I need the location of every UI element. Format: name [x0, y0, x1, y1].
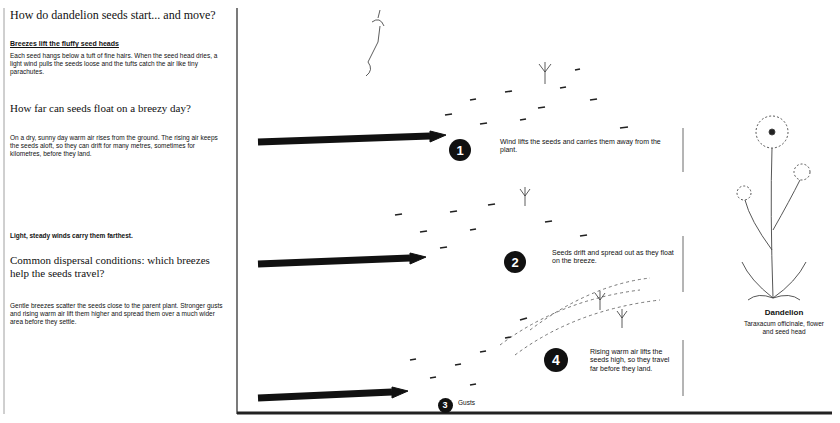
body-text: On a dry, sunny day warm air rises from … — [10, 134, 225, 157]
callout-number-text: 2 — [511, 256, 518, 269]
callout-number: 3 — [438, 398, 453, 413]
section-heading: Common dispersal conditions: which breez… — [10, 254, 225, 280]
callout-text: Rising warm air lifts the seeds high, so… — [590, 348, 678, 373]
body-text: Each seed hangs below a tuft of fine hai… — [10, 52, 225, 75]
callout-number-text: 4 — [552, 353, 560, 367]
body-text: Gentle breezes scatter the seeds close t… — [10, 302, 225, 325]
plant-caption: Taraxacum officinale, flower and seed he… — [738, 320, 830, 336]
sub-heading: Breezes lift the fluffy seed heads — [10, 40, 225, 48]
dandelion-plant — [737, 116, 810, 300]
plant-caption: Dandelion — [738, 308, 830, 318]
callout-text: Seeds drift and spread out as they float… — [552, 249, 677, 266]
callout-number: 2 — [504, 251, 526, 273]
callout-brackets — [683, 128, 684, 396]
callout-text: Wind lifts the seeds and carries them aw… — [500, 138, 675, 155]
callout-text: Gusts — [458, 399, 518, 407]
callout-number: 1 — [449, 139, 471, 161]
panel-frame — [4, 8, 832, 414]
callout-number-text: 1 — [456, 144, 463, 157]
callout-number-text: 3 — [442, 401, 447, 410]
callout-number: 4 — [544, 348, 568, 372]
drifting-seeds — [395, 69, 628, 385]
body-note: Light, steady winds carry them farthest. — [10, 232, 225, 240]
page-title: How do dandelion seeds start... and move… — [10, 8, 220, 22]
section-heading: How far can seeds float on a breezy day? — [10, 102, 225, 115]
rising-air-lines — [500, 278, 660, 355]
wind-arrows — [258, 131, 446, 398]
seed-parachutes — [366, 10, 627, 328]
